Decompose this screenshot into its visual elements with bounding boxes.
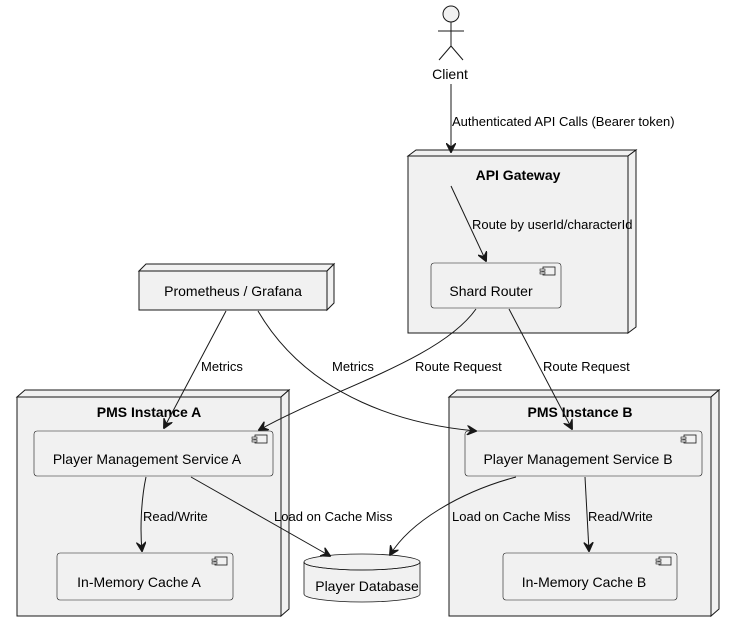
monitoring-title: Prometheus / Grafana <box>164 283 302 299</box>
pms-service-b-component: Player Management Service B <box>464 430 703 477</box>
edge-metrics-a: Metrics <box>164 310 243 428</box>
edge-label: Metrics <box>201 359 243 374</box>
pms-service-a-label: Player Management Service A <box>53 451 242 467</box>
edge-miss-b: Load on Cache Miss <box>390 476 571 555</box>
shard-router-component: Shard Router <box>430 262 562 309</box>
edge-label: Route Request <box>543 359 630 374</box>
pms-a-title: PMS Instance A <box>97 404 202 420</box>
database-label: Player Database <box>315 578 419 594</box>
pms-b-title: PMS Instance B <box>527 404 632 420</box>
cache-a-component: In-Memory Cache A <box>56 552 234 601</box>
cache-a-label: In-Memory Cache A <box>77 574 201 590</box>
edge-label: Load on Cache Miss <box>274 509 393 524</box>
monitoring-node: Prometheus / Grafana <box>137 262 336 312</box>
edge-miss-a: Load on Cache Miss <box>190 476 393 556</box>
actor-head <box>442 5 460 23</box>
edge-label: Load on Cache Miss <box>452 509 571 524</box>
api-gateway-title: API Gateway <box>476 167 561 183</box>
client-actor: Client <box>432 5 468 82</box>
edge-client-gateway: Authenticated API Calls (Bearer token) <box>451 84 675 152</box>
edge-route-a: Route Request <box>259 308 502 430</box>
edge-label: Read/Write <box>588 509 653 524</box>
edge-metrics-b: Metrics <box>257 310 476 431</box>
edge-label: Route Request <box>415 359 502 374</box>
client-label: Client <box>432 66 468 82</box>
component-icon <box>655 556 672 566</box>
edge-rw-a: Read/Write <box>141 476 208 551</box>
edge-label: Metrics <box>332 359 374 374</box>
edge-label: Route by userId/characterId <box>472 217 632 232</box>
cache-b-component: In-Memory Cache B <box>502 552 678 601</box>
edge-route-b: Route Request <box>508 308 630 429</box>
pms-service-b-label: Player Management Service B <box>483 451 672 467</box>
pms-service-a-component: Player Management Service A <box>33 430 274 477</box>
component-icon <box>251 434 268 444</box>
component-icon <box>539 266 556 276</box>
component-icon <box>211 556 228 566</box>
player-database: Player Database <box>303 553 421 603</box>
shard-router-label: Shard Router <box>449 283 533 299</box>
cache-b-label: In-Memory Cache B <box>522 574 646 590</box>
edge-rw-b: Read/Write <box>585 476 653 551</box>
edge-label: Authenticated API Calls (Bearer token) <box>452 114 675 129</box>
component-icon <box>680 434 697 444</box>
edge-gateway-router: Route by userId/characterId <box>450 185 632 261</box>
edge-label: Read/Write <box>143 509 208 524</box>
